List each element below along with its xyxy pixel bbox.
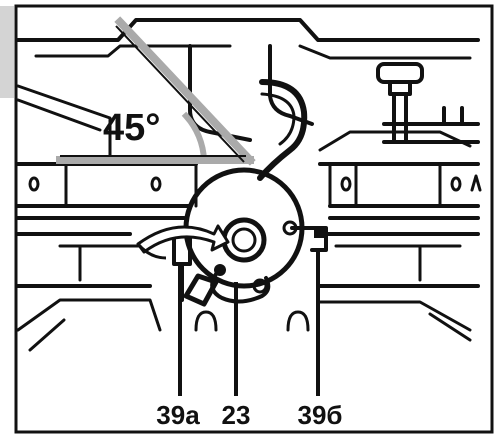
base-left bbox=[16, 298, 162, 352]
angle-indicator-edges bbox=[60, 25, 246, 163]
callout-labels: 39a 23 39б bbox=[156, 400, 342, 430]
callout-39b: 39б bbox=[298, 400, 343, 430]
clamp-screw bbox=[392, 92, 408, 144]
pin-socket bbox=[282, 220, 298, 236]
clamp-knob bbox=[376, 62, 424, 84]
machine-body bbox=[16, 18, 482, 352]
pivot-inner bbox=[231, 227, 257, 253]
arch-left bbox=[194, 310, 218, 332]
leader-lines bbox=[178, 250, 320, 396]
callout-23: 23 bbox=[222, 400, 251, 430]
bracket-notch bbox=[470, 174, 482, 192]
left-slope bbox=[16, 84, 112, 162]
loop-bracket-inner bbox=[260, 92, 296, 146]
callout-39a: 39a bbox=[156, 400, 200, 430]
slot-left-1 bbox=[28, 176, 40, 192]
slot-right-1 bbox=[340, 176, 352, 192]
disc-bolt bbox=[252, 278, 268, 294]
table-band bbox=[16, 204, 480, 220]
loop-bracket bbox=[257, 79, 308, 181]
clamp-crossbar bbox=[382, 106, 480, 144]
base-right bbox=[318, 300, 472, 342]
top-housing-outline bbox=[16, 18, 480, 42]
disc-bolt-center bbox=[214, 264, 226, 276]
rotation-arrow-tail bbox=[136, 243, 167, 260]
slot-left-2 bbox=[150, 176, 162, 192]
rotation-arrow bbox=[136, 224, 230, 260]
lower-band bbox=[16, 232, 480, 288]
clamp-knob-neck bbox=[388, 80, 412, 96]
angle-diagonal-edge bbox=[115, 25, 245, 163]
angle-label: 45° bbox=[103, 107, 160, 149]
table-vertical-dividers bbox=[64, 162, 442, 208]
lever-jaw bbox=[183, 273, 219, 307]
arch-right bbox=[286, 310, 310, 332]
angle-diagonal-line bbox=[114, 16, 256, 166]
page-tab-marker bbox=[0, 6, 14, 98]
top-housing-inner bbox=[34, 44, 472, 60]
slot-right-2 bbox=[450, 176, 462, 192]
pin-head bbox=[314, 230, 324, 238]
rotation-arrow-band bbox=[136, 224, 230, 254]
lower-block-right bbox=[334, 244, 462, 282]
